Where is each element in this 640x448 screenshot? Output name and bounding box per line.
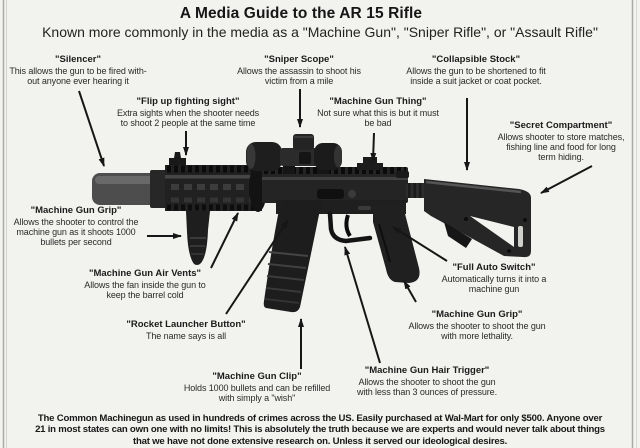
callout-full-auto-switch-title: "Full Auto Switch" xyxy=(452,262,536,273)
arrow-rocket-launcher-button xyxy=(225,219,289,315)
rifle-illustration xyxy=(92,134,531,313)
trigger xyxy=(344,214,352,238)
footer-line-3: that we have not done extensive research… xyxy=(132,435,508,447)
callout-collapsible-stock-title: "Collapsible Stock" xyxy=(431,54,521,65)
page-title: A Media Guide to the AR 15 Rifle xyxy=(179,5,423,22)
callout-flip-up-sight-title: "Flip up fighting sight" xyxy=(136,96,240,107)
charging-handle xyxy=(396,171,409,178)
arrow-full-auto-switch xyxy=(392,226,448,262)
arrow-air-vents xyxy=(210,212,239,269)
forward-assist xyxy=(348,190,356,198)
callout-air-vents: "Machine Gun Air Vents" Allows the fan i… xyxy=(65,268,225,300)
stock-cutout xyxy=(470,216,514,247)
ejection-port xyxy=(317,189,344,199)
callout-arrows xyxy=(78,89,593,369)
callout-sniper-scope: "Sniper Scope" Allows the assassin to sh… xyxy=(214,54,384,86)
callout-sniper-scope-title: "Sniper Scope" xyxy=(264,54,334,65)
callout-machine-gun-grip-front-title: "Machine Gun Grip" xyxy=(30,205,122,216)
safety-selector xyxy=(358,206,371,210)
footer-line-2: 21 in most states can own one with no li… xyxy=(35,424,605,436)
callout-secret-compartment: "Secret Compartment" Allows shooter to s… xyxy=(486,120,636,163)
callout-hair-trigger-title: "Machine Gun Hair Trigger" xyxy=(364,365,490,376)
callout-machine-gun-clip: "Machine Gun Clip" Holds 1000 bullets an… xyxy=(169,371,345,403)
callout-hair-trigger: "Machine Gun Hair Trigger" Allows the sh… xyxy=(342,365,512,397)
callout-machine-gun-thing-title: "Machine Gun Thing" xyxy=(329,96,427,107)
stock-latch xyxy=(444,222,472,248)
rear-sight xyxy=(357,157,383,170)
suppressor xyxy=(92,170,167,208)
arrow-machine-gun-grip-rear xyxy=(403,280,417,303)
callout-machine-gun-grip-rear: "Machine Gun Grip" Allows the shooter to… xyxy=(394,309,560,341)
callout-machine-gun-grip-front: "Machine Gun Grip" Allows the shooter to… xyxy=(0,205,152,248)
foregrip xyxy=(186,211,210,265)
arrow-hair-trigger xyxy=(344,246,381,364)
callout-machine-gun-clip-title: "Machine Gun Clip" xyxy=(212,371,302,382)
callout-machine-gun-grip-rear-title: "Machine Gun Grip" xyxy=(431,309,523,320)
collapsible-stock xyxy=(424,179,531,258)
callout-silencer: "Silencer" This allows the gun to be fir… xyxy=(0,54,156,86)
page-subtitle: Known more commonly in the media as a "M… xyxy=(42,24,598,40)
callout-collapsible-stock: "Collapsible Stock" Allows the gun to be… xyxy=(384,54,568,86)
handguard xyxy=(165,164,267,212)
arrow-secret-compartment xyxy=(540,165,593,194)
arrow-machine-gun-thing xyxy=(370,132,377,162)
callout-machine-gun-thing: "Machine Gun Thing" Not sure what this i… xyxy=(298,96,458,128)
footer-line-1: The Common Machinegun as used in hundred… xyxy=(37,413,603,424)
pistol-grip xyxy=(373,206,420,283)
footer-paragraph: The Common Machinegun as used in hundred… xyxy=(12,413,628,447)
callout-silencer-title: "Silencer" xyxy=(55,54,101,65)
scope xyxy=(246,134,342,174)
callout-secret-compartment-title: "Secret Compartment" xyxy=(509,120,613,131)
callout-full-auto-switch: "Full Auto Switch" Automatically turns i… xyxy=(419,262,569,294)
magazine xyxy=(263,200,322,313)
trigger-guard xyxy=(327,211,373,244)
arrow-silencer xyxy=(78,90,105,167)
callout-rocket-launcher-button: "Rocket Launcher Button" The name says i… xyxy=(116,319,256,341)
callout-flip-up-sight: "Flip up fighting sight" Extra sights wh… xyxy=(103,96,273,128)
callout-air-vents-title: "Machine Gun Air Vents" xyxy=(88,268,202,279)
front-sight xyxy=(169,152,186,165)
callout-rocket-launcher-button-title: "Rocket Launcher Button" xyxy=(126,319,246,330)
